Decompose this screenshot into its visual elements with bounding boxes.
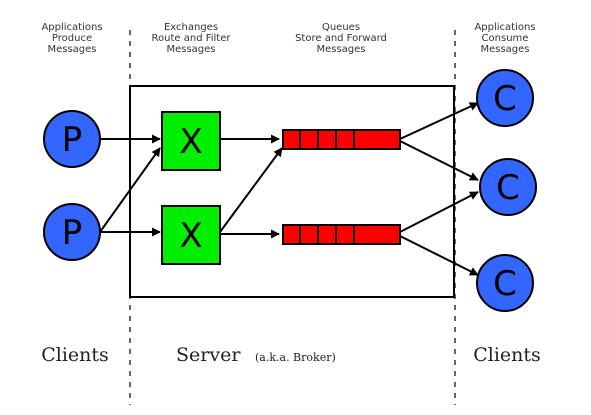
caption-exchanges-line1: Exchanges xyxy=(164,22,218,33)
producer-letter-1: P xyxy=(62,120,83,160)
queue-node-2 xyxy=(282,224,401,245)
consumer-circle-2 xyxy=(479,158,537,216)
consumer-letter-3: C xyxy=(493,264,517,304)
label-server-note: (a.k.a. Broker) xyxy=(255,351,336,364)
producer-circle-1 xyxy=(43,110,101,168)
caption-producers-line2: Produce xyxy=(52,33,92,44)
caption-consumers-line1: Applications xyxy=(474,22,535,33)
producer-node-1: P xyxy=(43,110,101,168)
exchange-node-2: X xyxy=(161,205,221,265)
label-clients-left: Clients xyxy=(41,344,109,366)
caption-exchanges-line3: Messages xyxy=(166,44,215,55)
exchange-box-1 xyxy=(161,111,221,171)
consumer-circle-1 xyxy=(476,69,534,127)
producer-node-2: P xyxy=(43,203,101,261)
caption-producers-line3: Messages xyxy=(47,44,96,55)
exchange-letter-2: X xyxy=(179,216,202,256)
producer-circle-2 xyxy=(43,203,101,261)
consumer-letter-2: C xyxy=(496,168,520,208)
caption-queues-line1: Queues xyxy=(322,22,360,33)
arrow-queue1-consumer2 xyxy=(399,140,479,181)
arrow-exchange2-queue1 xyxy=(219,147,283,233)
queue-bar-2 xyxy=(282,224,401,245)
exchange-box-2 xyxy=(161,205,221,265)
arrow-producer2-exchange1 xyxy=(99,147,161,233)
caption-consumers-line3: Messages xyxy=(480,44,529,55)
arrow-queue2-consumer3 xyxy=(399,235,479,276)
caption-exchanges-line2: Route and Filter xyxy=(152,33,232,44)
consumer-circle-3 xyxy=(476,254,534,312)
exchange-letter-1: X xyxy=(179,122,202,162)
queue-bar-1 xyxy=(282,129,401,150)
caption-producers-line1: Applications xyxy=(41,22,102,33)
label-clients-right: Clients xyxy=(473,344,541,366)
consumer-node-2: C xyxy=(479,158,537,216)
producer-letter-2: P xyxy=(62,213,83,253)
queue-node-1 xyxy=(282,129,401,150)
exchange-node-1: X xyxy=(161,111,221,171)
arrow-queue2-consumer2 xyxy=(399,191,479,233)
caption-consumers-line2: Consume xyxy=(482,33,529,44)
consumer-node-3: C xyxy=(476,254,534,312)
caption-queues-line3: Messages xyxy=(316,44,365,55)
arrow-queue1-consumer1 xyxy=(399,102,479,140)
consumer-node-1: C xyxy=(476,69,534,127)
caption-queues-line2: Store and Forward xyxy=(295,33,387,44)
label-server: Server xyxy=(176,344,241,366)
consumer-letter-1: C xyxy=(493,79,517,119)
